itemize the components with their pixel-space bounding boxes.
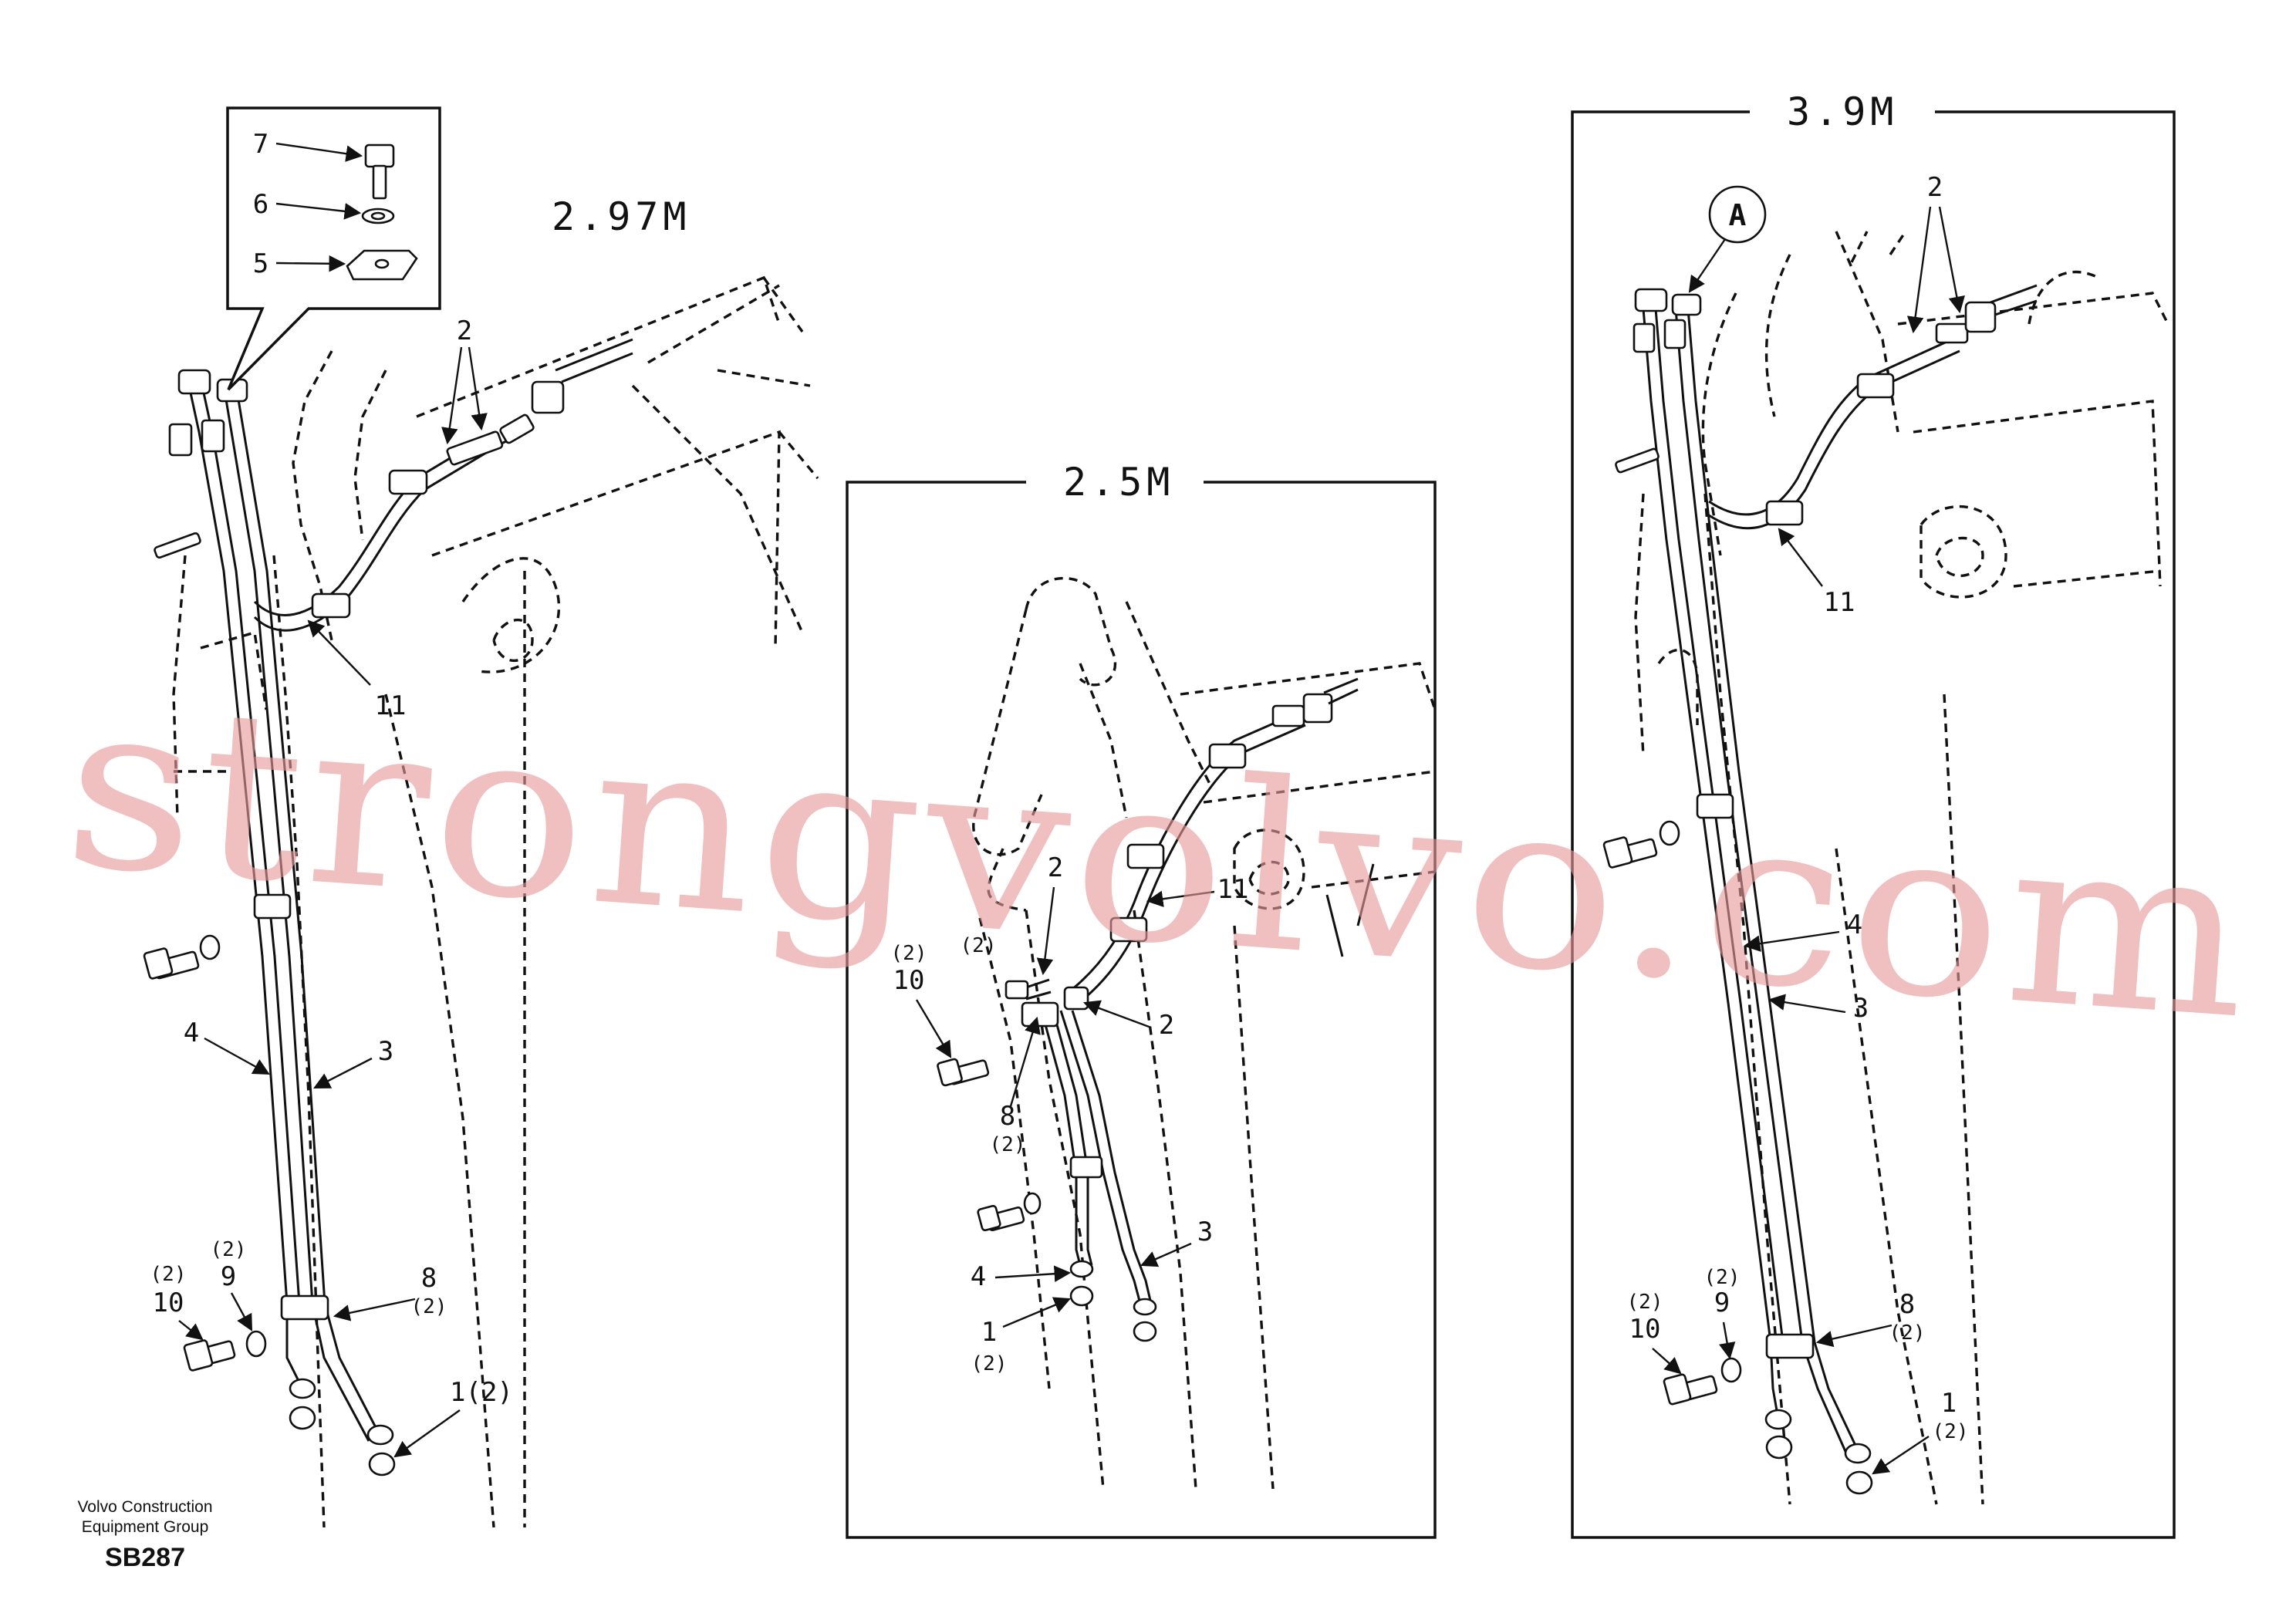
callout-10-middle: 10 <box>893 965 925 996</box>
callout-10-qty-left: (2) <box>150 1263 187 1286</box>
callout-10-left: 10 <box>153 1288 184 1318</box>
callout-5: 5 <box>253 248 268 279</box>
boom-outline-left <box>172 275 819 1528</box>
callout-2a-middle: 2 <box>1048 852 1063 883</box>
footer-block: Volvo Construction Equipment Group SB287 <box>77 1498 212 1572</box>
callout-1-left: 1(2) <box>450 1377 513 1408</box>
callout-3-middle: 3 <box>1197 1217 1213 1247</box>
callout-1-right: 1 <box>1941 1388 1957 1419</box>
view-2-97m: 7 6 5 2.97M 2 11 4 3 (2) 9 (2) 10 8 (2) … <box>143 106 819 1528</box>
view-2-5m: 2.5M <box>846 460 1437 1539</box>
view-title-middle: 2.5M <box>1063 460 1174 505</box>
watermark-text: strongvolvo.com <box>57 650 2261 1071</box>
callout-2b-middle: 2 <box>1159 1010 1174 1041</box>
boom-outline-middle <box>972 576 1437 1490</box>
callout-9-qty-middle: (2) <box>961 934 997 957</box>
callouts-middle: 2 11 2 (2) (2) 10 8 (2) 3 4 1 (2) <box>891 852 1249 1375</box>
callout-4-right: 4 <box>1847 910 1862 940</box>
callout-3-right: 3 <box>1853 993 1869 1024</box>
callout-2-right: 2 <box>1927 172 1943 203</box>
callout-1-middle: 1 <box>981 1317 997 1348</box>
footer-company-line2: Equipment Group <box>82 1518 209 1536</box>
callout-4-middle: 4 <box>971 1261 986 1292</box>
fittings-right <box>1602 284 2038 1495</box>
callout-8-qty-left: (2) <box>411 1295 447 1318</box>
callout-11-left: 11 <box>375 690 407 721</box>
callout-11-right: 11 <box>1824 587 1855 618</box>
callout-2-left: 2 <box>457 316 472 346</box>
hose-pair-right <box>1642 308 1960 1456</box>
callout-10-qty-right: (2) <box>1627 1291 1663 1314</box>
callout-9-right: 9 <box>1714 1288 1730 1318</box>
footer-company-line1: Volvo Construction <box>77 1498 212 1516</box>
callouts-left: 2 11 4 3 (2) 9 (2) 10 8 (2) 1(2) <box>150 316 513 1458</box>
view-title-left: 2.97M <box>552 194 691 239</box>
callout-8-left: 8 <box>421 1263 437 1294</box>
callout-7: 7 <box>253 129 268 160</box>
callout-10-right: 10 <box>1629 1314 1661 1345</box>
callout-9-qty-right: (2) <box>1704 1266 1741 1289</box>
callout-9-qty-left: (2) <box>211 1238 247 1261</box>
callouts-right: 2 11 4 3 (2) 9 (2) 10 8 (2) 1 (2) <box>1627 172 1969 1475</box>
view-title-right: 3.9M <box>1787 89 1898 134</box>
callout-3-left: 3 <box>378 1036 393 1067</box>
callout-8-qty-right: (2) <box>1889 1321 1926 1345</box>
drawing-number: SB287 <box>105 1543 185 1572</box>
detail-marker-a: A <box>1688 185 1767 293</box>
callout-1-qty-middle: (2) <box>971 1352 1008 1375</box>
callout-8-middle: 8 <box>1000 1101 1015 1132</box>
view-3-9m: 3.9M <box>1571 89 2176 1539</box>
detail-box-clamp: 7 6 5 <box>226 106 441 391</box>
callout-4-left: 4 <box>184 1018 199 1048</box>
callout-8-right: 8 <box>1899 1289 1915 1320</box>
callout-10-qty-middle: (2) <box>891 942 927 965</box>
callout-6: 6 <box>253 189 268 220</box>
fittings-left <box>143 338 633 1477</box>
detail-marker-label: A <box>1729 198 1747 232</box>
callout-1-qty-right: (2) <box>1933 1420 1969 1443</box>
callout-8-qty-middle: (2) <box>990 1133 1026 1156</box>
callout-11-middle: 11 <box>1217 874 1249 905</box>
hose-pair-left <box>187 385 510 1442</box>
boom-outline-right <box>1634 231 2169 1505</box>
callout-9-left: 9 <box>221 1261 236 1292</box>
